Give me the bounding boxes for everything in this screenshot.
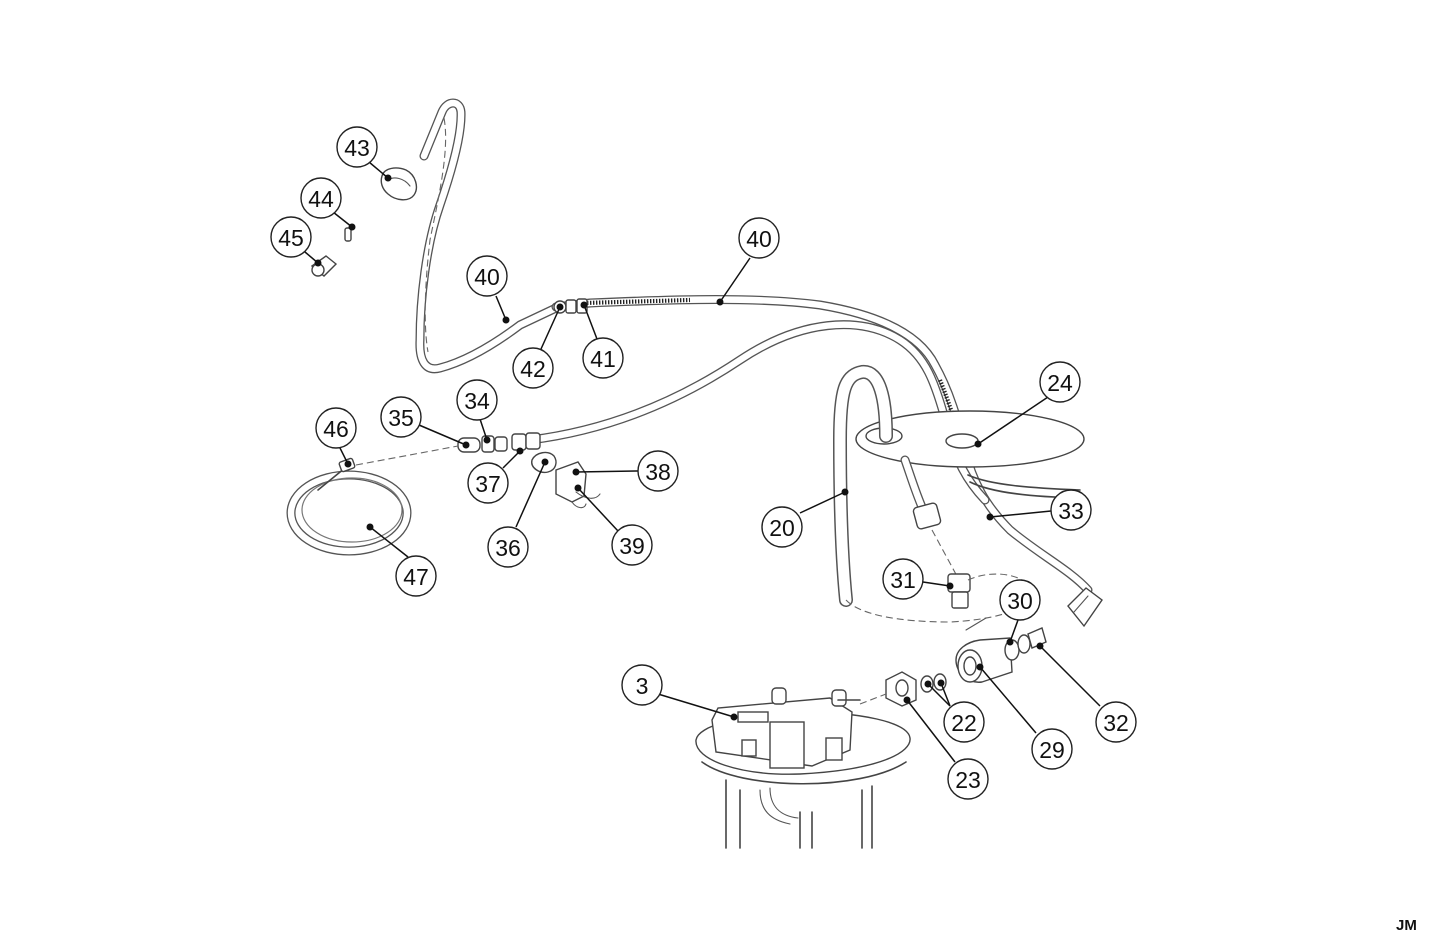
svg-text:30: 30 (1007, 588, 1033, 614)
svg-text:36: 36 (495, 535, 521, 561)
svg-text:32: 32 (1103, 710, 1129, 736)
svg-text:41: 41 (590, 346, 616, 372)
svg-text:31: 31 (890, 567, 916, 593)
callout-3: 3 (621, 664, 663, 706)
callout-42: 42 (512, 347, 554, 389)
callout-20: 20 (761, 506, 803, 548)
loop-hose (415, 98, 561, 374)
svg-text:33: 33 (1058, 498, 1084, 524)
svg-text:40: 40 (474, 264, 500, 290)
lower-fitting-31 (900, 455, 1036, 609)
exploded-fittings (859, 617, 1047, 707)
svg-text:44: 44 (308, 186, 334, 212)
svg-text:34: 34 (464, 388, 490, 414)
svg-text:40: 40 (746, 226, 772, 252)
callout-33: 33 (1050, 489, 1092, 531)
callout-40-left: 40 (466, 255, 508, 297)
callout-38: 38 (637, 450, 679, 492)
callout-45: 45 (270, 216, 312, 258)
callout-29: 29 (1031, 728, 1073, 770)
callout-30: 30 (999, 579, 1041, 621)
svg-text:29: 29 (1039, 737, 1065, 763)
svg-text:39: 39 (619, 533, 645, 559)
part-44-pin (344, 227, 352, 242)
watermark-initials: JM (1396, 917, 1417, 934)
callout-37: 37 (467, 462, 509, 504)
fittings-35-34-37 (457, 432, 541, 453)
pump-module-3 (695, 687, 911, 849)
svg-text:38: 38 (645, 459, 671, 485)
svg-text:37: 37 (475, 471, 501, 497)
part-drawings (286, 98, 1103, 849)
callout-46: 46 (315, 407, 357, 449)
callout-41: 41 (582, 337, 624, 379)
svg-text:22: 22 (951, 710, 977, 736)
callout-32: 32 (1095, 701, 1137, 743)
svg-text:43: 43 (344, 135, 370, 161)
callout-43: 43 (336, 126, 378, 168)
coil-hose-47 (286, 457, 412, 556)
callout-22: 22 (943, 701, 985, 743)
svg-text:42: 42 (520, 356, 546, 382)
svg-text:3: 3 (636, 673, 649, 699)
end-connector (1067, 587, 1103, 628)
callout-47: 47 (395, 555, 437, 597)
svg-text:20: 20 (769, 515, 795, 541)
callout-34: 34 (456, 379, 498, 421)
svg-text:23: 23 (955, 767, 981, 793)
svg-text:47: 47 (403, 564, 429, 590)
callout-leaders (304, 161, 1101, 763)
svg-text:24: 24 (1047, 370, 1073, 396)
part-45-elbow (310, 255, 338, 277)
svg-text:35: 35 (388, 405, 414, 431)
part-43-grommet (380, 167, 418, 201)
callout-31: 31 (882, 558, 924, 600)
dash-46-35 (355, 445, 459, 466)
callout-35: 35 (380, 396, 422, 438)
callout-36: 36 (487, 526, 529, 568)
callout-40-right: 40 (738, 217, 780, 259)
callout-23: 23 (947, 758, 989, 800)
svg-text:46: 46 (323, 416, 349, 442)
callout-44: 44 (300, 177, 342, 219)
callouts: 43 44 45 40 40 42 41 35 34 46 37 36 38 3… (270, 126, 1137, 800)
callout-39: 39 (611, 524, 653, 566)
svg-text:45: 45 (278, 225, 304, 251)
callout-24: 24 (1039, 361, 1081, 403)
